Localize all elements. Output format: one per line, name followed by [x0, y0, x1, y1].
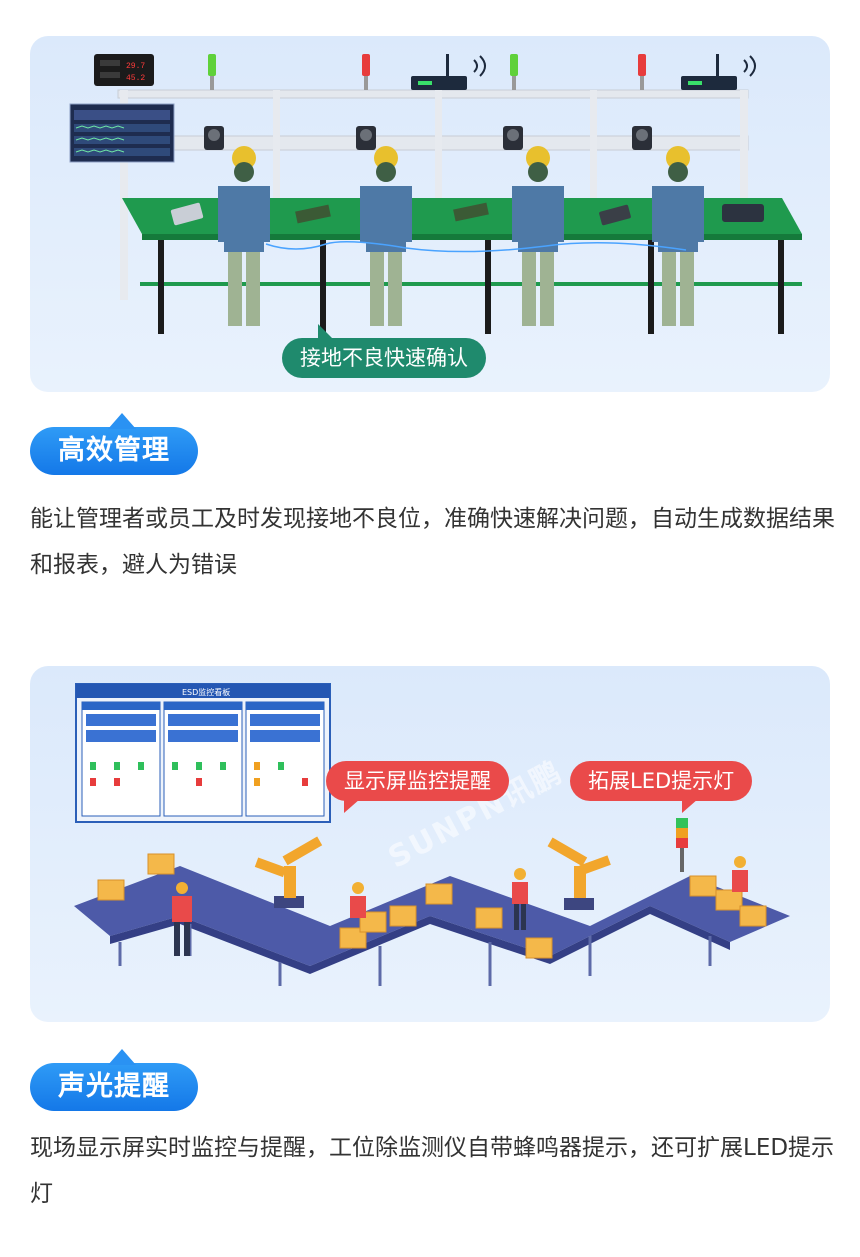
esd-dashboard-screen [75, 683, 331, 823]
tower-light-green-2-icon [510, 54, 518, 90]
temp-humidity-display: 29.7 45.2 [94, 54, 154, 86]
tower-light-green-1-icon [208, 54, 216, 90]
production-line-illustration [30, 666, 830, 1022]
conveyor-belt [74, 866, 790, 966]
tower-light-red-2-icon [638, 54, 646, 90]
workbench-scene: 29.7 45.2 [69, 54, 802, 334]
led-light-callout: 拓展LED提示灯 [570, 761, 753, 813]
esd-monitor-devices [204, 126, 652, 150]
cardboard-boxes [97, 853, 767, 959]
led-tower-light-icon [676, 818, 688, 872]
worker-2 [360, 146, 412, 326]
production-scene [74, 683, 790, 986]
worker-1 [218, 146, 270, 326]
section-description-alert: 现场显示屏实时监控与提醒，工位除监测仪自带蜂鸣器提示，还可扩展LED提示灯 [30, 1135, 835, 1207]
section-tag-sound-light-alert: 声光提醒 [30, 1049, 198, 1111]
wireless-gateway-2-icon [681, 54, 756, 90]
line-worker-2 [350, 882, 366, 918]
line-worker-4 [732, 856, 748, 892]
line-worker-1 [172, 882, 192, 956]
line-worker-3 [512, 868, 528, 930]
svg-text:45.2: 45.2 [126, 74, 145, 83]
worker-3 [512, 146, 564, 326]
ground-fault-callout: 接地不良快速确认 [282, 324, 486, 378]
tower-light-red-1-icon [362, 54, 370, 90]
dashboard-title: ESD监控看板 [182, 688, 231, 697]
section-description-management: 能让管理者或员工及时发现接地不良位，准确快速解决问题，自动生成数据结果和报表，避… [30, 506, 835, 578]
section-tag-efficient-management: 高效管理 [30, 413, 198, 475]
worker-4 [652, 146, 704, 326]
robot-arm-1 [254, 836, 323, 908]
robot-arm-2 [547, 837, 611, 910]
wireless-gateway-1-icon [411, 54, 486, 90]
svg-text:29.7: 29.7 [126, 62, 145, 71]
workbench-illustration: 29.7 45.2 [30, 36, 830, 392]
display-screen-callout: 显示屏监控提醒 [326, 761, 509, 813]
wall-monitor-screen [69, 103, 175, 163]
